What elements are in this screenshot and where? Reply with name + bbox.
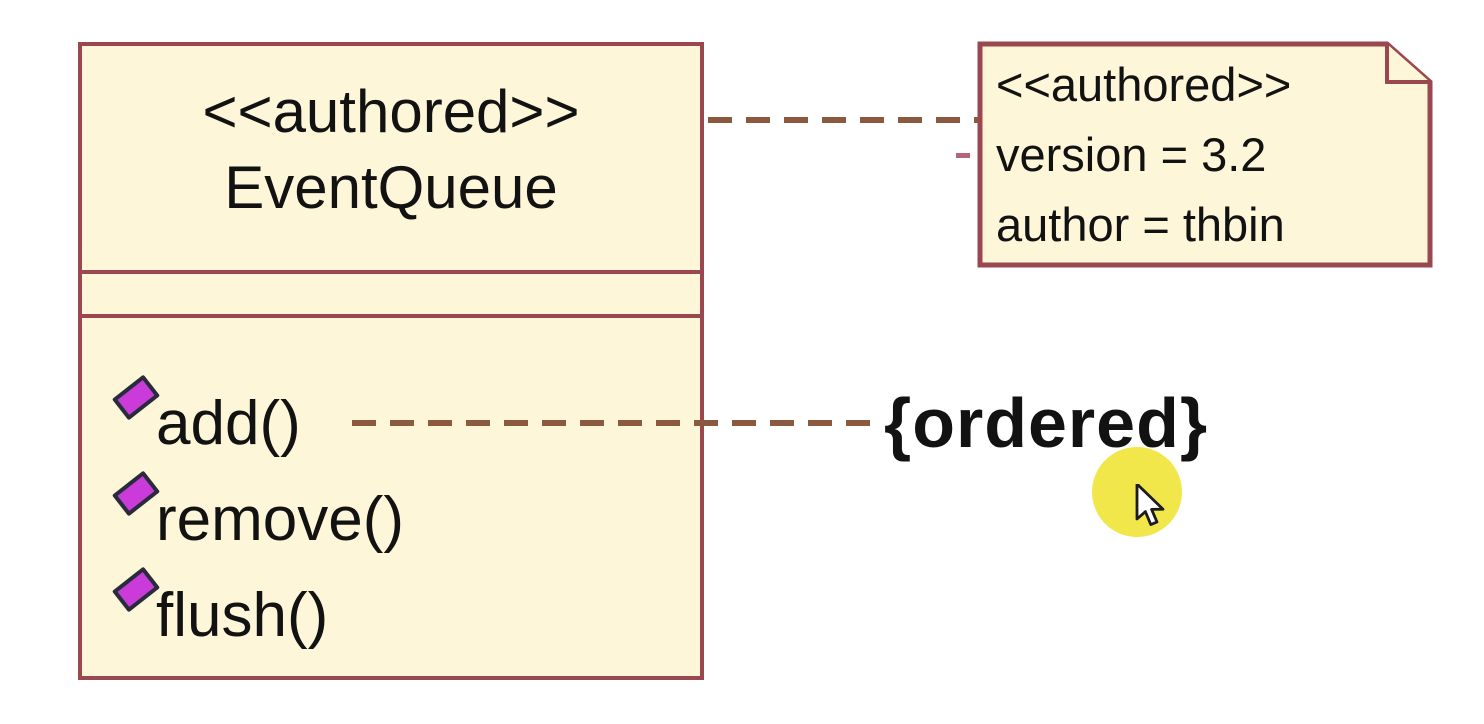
operation-row-flush[interactable]: flush() (111, 566, 700, 664)
anchor-line-add-to-constraint[interactable] (352, 420, 880, 426)
note-text-block[interactable]: <<authored>> version = 3.2 author = thbi… (996, 50, 1291, 260)
note-line-version: version = 3.2 (996, 128, 1267, 181)
operation-diamond-icon (111, 566, 161, 613)
class-stereotype: <<authored>> (202, 78, 580, 145)
class-attributes-compartment[interactable] (82, 274, 700, 318)
anchor-line-class-to-note[interactable] (708, 117, 980, 123)
class-operations-compartment[interactable]: add() remove() flush() (82, 318, 700, 664)
note-fold-icon (1385, 44, 1430, 84)
note-line-author: author = thbin (996, 198, 1285, 251)
operation-label: add() (156, 389, 301, 458)
operation-row-add[interactable]: add() (111, 374, 700, 472)
operation-row-remove[interactable]: remove() (111, 470, 700, 568)
note-shape[interactable] (976, 38, 1436, 270)
note-connector-tick (956, 153, 970, 158)
operation-label: remove() (156, 485, 405, 554)
note-line-stereotype: <<authored>> (996, 58, 1292, 111)
class-box-eventqueue[interactable]: <<authored>> EventQueue add() remove() f… (78, 42, 704, 680)
note-body[interactable] (977, 41, 1433, 268)
operation-label: flush() (156, 581, 329, 650)
class-header-compartment[interactable]: <<authored>> EventQueue (82, 46, 700, 274)
operation-diamond-icon (111, 374, 161, 421)
class-name: EventQueue (224, 154, 558, 221)
constraint-label[interactable]: {ordered} (884, 384, 1209, 462)
operation-diamond-icon (111, 470, 161, 517)
cursor-arrow-icon (1135, 484, 1165, 526)
